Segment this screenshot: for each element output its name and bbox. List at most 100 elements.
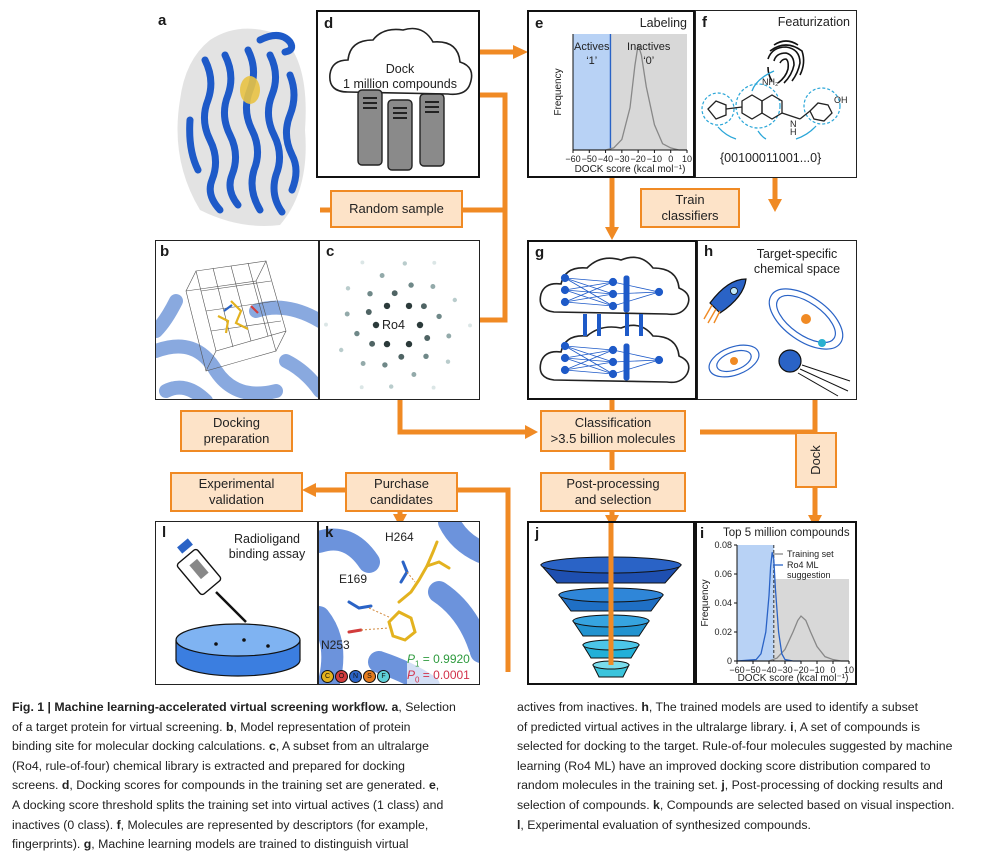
library-molecule-dot	[365, 309, 372, 315]
caption2-l2: selected for docking to the target. Rule…	[517, 739, 953, 754]
panel-i: i Top 5 million compounds −60−50−40−30−2…	[695, 521, 857, 685]
atom-legend-o: O	[335, 670, 348, 683]
series-line-0	[737, 615, 849, 662]
library-molecule-dot	[391, 290, 398, 297]
caption-l4t: , Docking scores for compounds in the tr…	[69, 778, 429, 793]
library-molecule-dot	[405, 340, 413, 348]
library-molecule-dot	[345, 286, 351, 291]
panel-l-title-line2: binding assay	[228, 547, 306, 561]
nn-node	[560, 353, 570, 363]
panel-e-title: Labeling	[639, 16, 687, 30]
nn-node	[560, 365, 570, 375]
panel-c: c Ro4	[319, 240, 480, 400]
nn-layer-bar	[623, 343, 630, 381]
library-molecule-dot	[436, 313, 442, 320]
panel-letter-a: a	[158, 12, 167, 29]
series-line-1	[736, 552, 801, 662]
nn-edge	[564, 349, 614, 371]
panel-h-title-line2: chemical space	[753, 262, 841, 276]
legend-training-label: Training set	[787, 549, 834, 559]
nn-edge	[564, 349, 614, 359]
nn-edge	[564, 361, 614, 371]
nh2-label: NH₂	[762, 77, 779, 87]
caption-l3: (Ro4, rule-of-four) chemical library is …	[12, 758, 405, 773]
train-label-line1: Train	[675, 192, 705, 207]
nn-edge	[564, 301, 614, 307]
protein-structure-illustration	[177, 28, 306, 227]
p0-value: P0 = 0.0001	[407, 668, 470, 684]
figure-caption-col1: Fig. 1 | Machine learning-accelerated vi…	[12, 698, 490, 855]
nn-node	[654, 287, 664, 297]
y-tick-label: 0.04	[714, 598, 732, 608]
caption-l1: of a target protein for virtual screenin…	[12, 719, 226, 734]
caption-l1t: , Model representation of protein	[233, 719, 411, 734]
legend-ml-label-line1: Ro4 ML	[787, 560, 819, 570]
nn-node	[654, 355, 664, 365]
nn-edge	[564, 277, 614, 283]
library-center-label: Ro4	[382, 318, 405, 332]
caption2-h: h	[641, 700, 649, 714]
nn-node	[560, 297, 570, 307]
inactive-distribution-curve	[573, 44, 687, 151]
inactives-class-label: ‘0’	[643, 55, 654, 67]
atom-legend-s: S	[363, 670, 376, 683]
p1-value: P1 = 0.9920	[407, 652, 470, 669]
random-sample-label: Random sample	[349, 201, 444, 216]
train-label-line2: classifiers	[661, 208, 719, 223]
dock-box: Dock	[795, 432, 837, 488]
residue-h264: H264	[385, 530, 414, 544]
caption2-l1t: , A set of compounds is	[793, 719, 921, 734]
library-molecule-dot	[402, 261, 407, 266]
nn-edge	[612, 281, 660, 293]
nn-node	[608, 277, 618, 287]
nn-edge	[612, 359, 660, 375]
caption2-l1: of predicted virtual actives in the ultr…	[517, 719, 791, 734]
nn-node	[560, 273, 570, 283]
x-tick-label: −30	[777, 665, 792, 675]
caption2-l4t: , Post-processing of docking results and	[724, 778, 943, 793]
nn-edge	[612, 291, 660, 307]
panel-letter-f: f	[702, 14, 707, 31]
caption-b: b	[225, 719, 234, 734]
rocket-icon	[703, 278, 747, 324]
y-axis-label: Frequency	[700, 579, 711, 626]
nn-node	[608, 345, 618, 355]
purchase-line2: candidates	[370, 492, 433, 507]
petri-dish-icon	[175, 623, 301, 677]
fingerprint-icon	[767, 40, 805, 84]
x-axis-label: DOCK score (kcal mol⁻¹)	[738, 673, 849, 683]
panel-l: l Radioligand binding assay	[155, 521, 318, 685]
library-molecule-dot	[445, 359, 451, 364]
nn-node	[608, 369, 618, 379]
caption2-i: i	[790, 719, 794, 734]
panel-letter-c: c	[326, 243, 335, 260]
nn-edge	[612, 359, 660, 363]
library-molecule-dot	[369, 340, 376, 347]
library-molecule-dot	[379, 273, 385, 278]
library-molecule-dot	[383, 302, 391, 310]
x-tick-label: −50	[745, 665, 760, 675]
purchase-line1: Purchase	[374, 476, 429, 491]
postproc-line1: Post-processing	[566, 476, 660, 491]
caption-e: e	[428, 778, 436, 793]
panel-h-title-line1: Target-specific	[756, 247, 838, 261]
library-molecule-dot	[367, 291, 373, 297]
residue-e169: E169	[339, 572, 368, 586]
nn-edge	[612, 349, 660, 361]
panel-letter-k: k	[325, 524, 334, 541]
library-molecule-dot	[382, 362, 388, 368]
nn-edge	[564, 293, 614, 303]
legend-ml-label-line2: suggestion	[787, 570, 831, 580]
nn-node	[560, 341, 570, 351]
y-tick-label: 0.08	[714, 540, 732, 550]
panel-letter-i: i	[700, 525, 705, 542]
experimental-line1: Experimental	[198, 476, 275, 491]
p0-subscript: 0	[415, 675, 420, 685]
x-tick-label: −50	[582, 154, 597, 164]
actives-region	[573, 34, 611, 150]
library-molecule-dot	[359, 385, 364, 390]
cloud-text-line1: Dock	[385, 62, 415, 76]
atom-legend-f: F	[377, 670, 390, 683]
